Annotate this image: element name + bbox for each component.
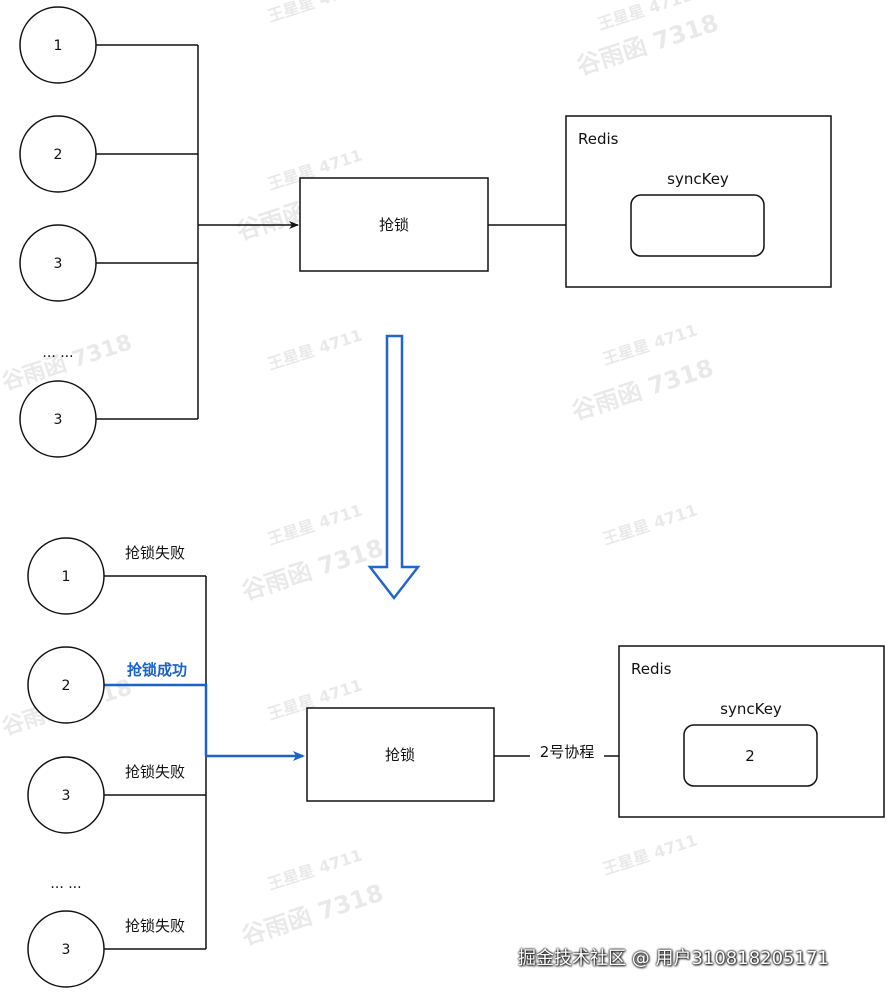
ellipsis-label: ... ... [50, 876, 81, 892]
success-connector [104, 683, 208, 756]
bottom-goroutine: 2 [27, 646, 105, 724]
bottom-redis-label: Redis [631, 660, 672, 678]
watermark-text: 谷雨函 7318 [568, 354, 717, 426]
bottom-goroutine: 3 [27, 910, 105, 988]
goroutine-label: 3 [62, 788, 71, 804]
goroutine-label: 3 [62, 942, 71, 958]
edge-label-fail: 抢锁失败 [125, 763, 185, 781]
arrow-label-goroutine: 2号协程 [540, 743, 595, 761]
edge-label-fail: 抢锁失败 [125, 917, 185, 935]
success-path [104, 683, 305, 761]
goroutine-circle [27, 756, 105, 834]
top-goroutine: 3 [19, 224, 97, 302]
goroutine-circle [19, 115, 97, 193]
bottom-diagram: 1 2 3 ... ... 3 抢锁失败 抢锁成功 抢锁失败 抢锁失败 抢锁 2… [27, 537, 885, 988]
top-goroutine: 2 [19, 115, 97, 193]
goroutine-label: 1 [62, 569, 71, 585]
bottom-goroutine: 1 [27, 537, 105, 615]
goroutine-label: 3 [54, 256, 63, 272]
goroutine-circle [19, 6, 97, 84]
bottom-lock-label: 抢锁 [385, 746, 415, 764]
goroutine-label: 1 [54, 38, 63, 54]
ellipsis-label: ... ... [42, 345, 73, 361]
bottom-synckey-slot [683, 724, 818, 787]
watermark-text: 王星星 4711 [600, 830, 699, 878]
goroutine-circle [19, 380, 97, 458]
goroutine-label: 2 [54, 147, 63, 163]
goroutine-circle [27, 537, 105, 615]
top-redis-label: Redis [578, 130, 619, 148]
edge-label-success: 抢锁成功 [127, 661, 187, 679]
watermark-text: 谷雨函 7318 [238, 879, 387, 951]
watermark-text: 谷雨函 7318 [573, 9, 722, 81]
footer-attribution: 掘金技术社区 @ 用户310818205171 [518, 948, 829, 969]
edge-label-fail: 抢锁失败 [125, 544, 185, 562]
top-connectors [96, 44, 629, 420]
transition-down-arrow [367, 334, 421, 601]
bottom-synckey-value: 2 [745, 747, 755, 765]
bottom-lock-box [306, 707, 495, 802]
top-synckey-label: syncKey [667, 170, 729, 188]
top-goroutine: 1 [19, 6, 97, 84]
goroutine-label: 3 [54, 412, 63, 428]
watermark-text: 王星星 4711 [600, 500, 699, 548]
goroutine-circle [27, 910, 105, 988]
arrow-label-bg [530, 740, 604, 762]
watermark-text: 王星星 4711 [265, 500, 364, 548]
goroutine-label: 2 [62, 678, 71, 694]
watermark-text: 王星星 4711 [265, 325, 364, 373]
bottom-synckey-label: syncKey [720, 700, 782, 718]
top-goroutine: 3 [19, 380, 97, 458]
bottom-goroutine: 3 [27, 756, 105, 834]
top-lock-box [299, 177, 489, 272]
watermark-text: 王星星 4711 [265, 845, 364, 893]
top-synckey-slot [630, 194, 765, 257]
goroutine-circle [27, 646, 105, 724]
watermark-text: 王星星 4711 [265, 0, 364, 26]
goroutine-circle [19, 224, 97, 302]
watermark-text: 谷雨函 7318 [238, 534, 387, 606]
top-diagram: 1 2 3 ... ... 3 抢锁 Redis syncKey [19, 6, 832, 458]
top-lock-label: 抢锁 [379, 216, 409, 234]
